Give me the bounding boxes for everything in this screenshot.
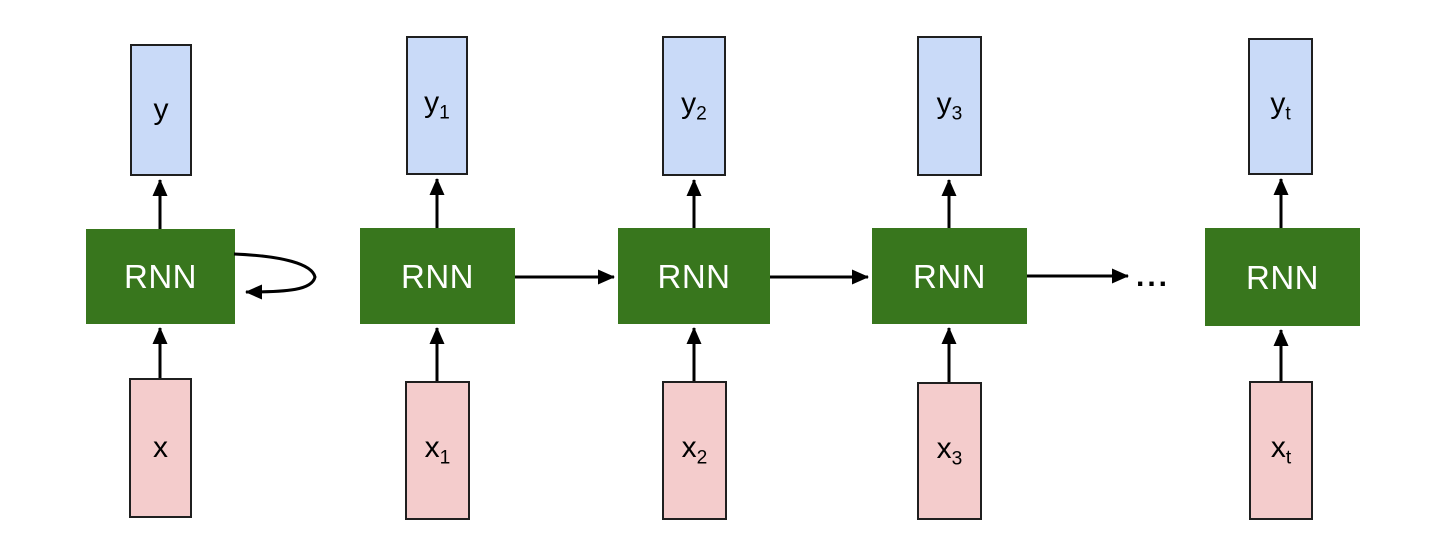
rnn-folded: RNN <box>86 229 235 324</box>
output-y2: y2 <box>662 36 726 176</box>
output-y: y <box>130 44 192 176</box>
ellipsis-label: ... <box>1136 260 1171 293</box>
output-y3: y3 <box>917 36 982 176</box>
rnn-step-1: RNN <box>360 228 515 324</box>
input-x3: x3 <box>917 382 982 520</box>
output-y1-label: y1 <box>424 86 450 124</box>
input-x1-label: x1 <box>424 431 451 469</box>
rnn-step-3: RNN <box>872 228 1027 324</box>
input-xt: xt <box>1249 381 1313 520</box>
rnn-step-t: RNN <box>1205 228 1360 326</box>
rnn-folded-label: RNN <box>124 258 197 295</box>
rnn-step-t-label: RNN <box>1246 258 1319 296</box>
input-x: x <box>129 378 192 518</box>
output-y2-label: y2 <box>681 86 707 125</box>
self-loop-arrow <box>233 252 317 300</box>
input-x1: x1 <box>405 381 470 520</box>
output-y-label: y <box>153 93 169 126</box>
rnn-step-2: RNN <box>618 228 770 324</box>
input-x2-label: x2 <box>681 431 708 469</box>
input-xt-label: xt <box>1270 431 1292 469</box>
rnn-step-2-label: RNN <box>657 257 731 295</box>
input-x2: x2 <box>662 381 727 520</box>
rnn-step-1-label: RNN <box>401 257 474 295</box>
output-yt-label: yt <box>1270 87 1291 125</box>
output-y3-label: y3 <box>936 86 963 125</box>
output-yt: yt <box>1248 38 1313 175</box>
input-x3-label: x3 <box>936 431 963 470</box>
input-x-label: x <box>153 431 168 464</box>
output-y1: y1 <box>406 36 468 175</box>
rnn-step-3-label: RNN <box>913 257 986 295</box>
